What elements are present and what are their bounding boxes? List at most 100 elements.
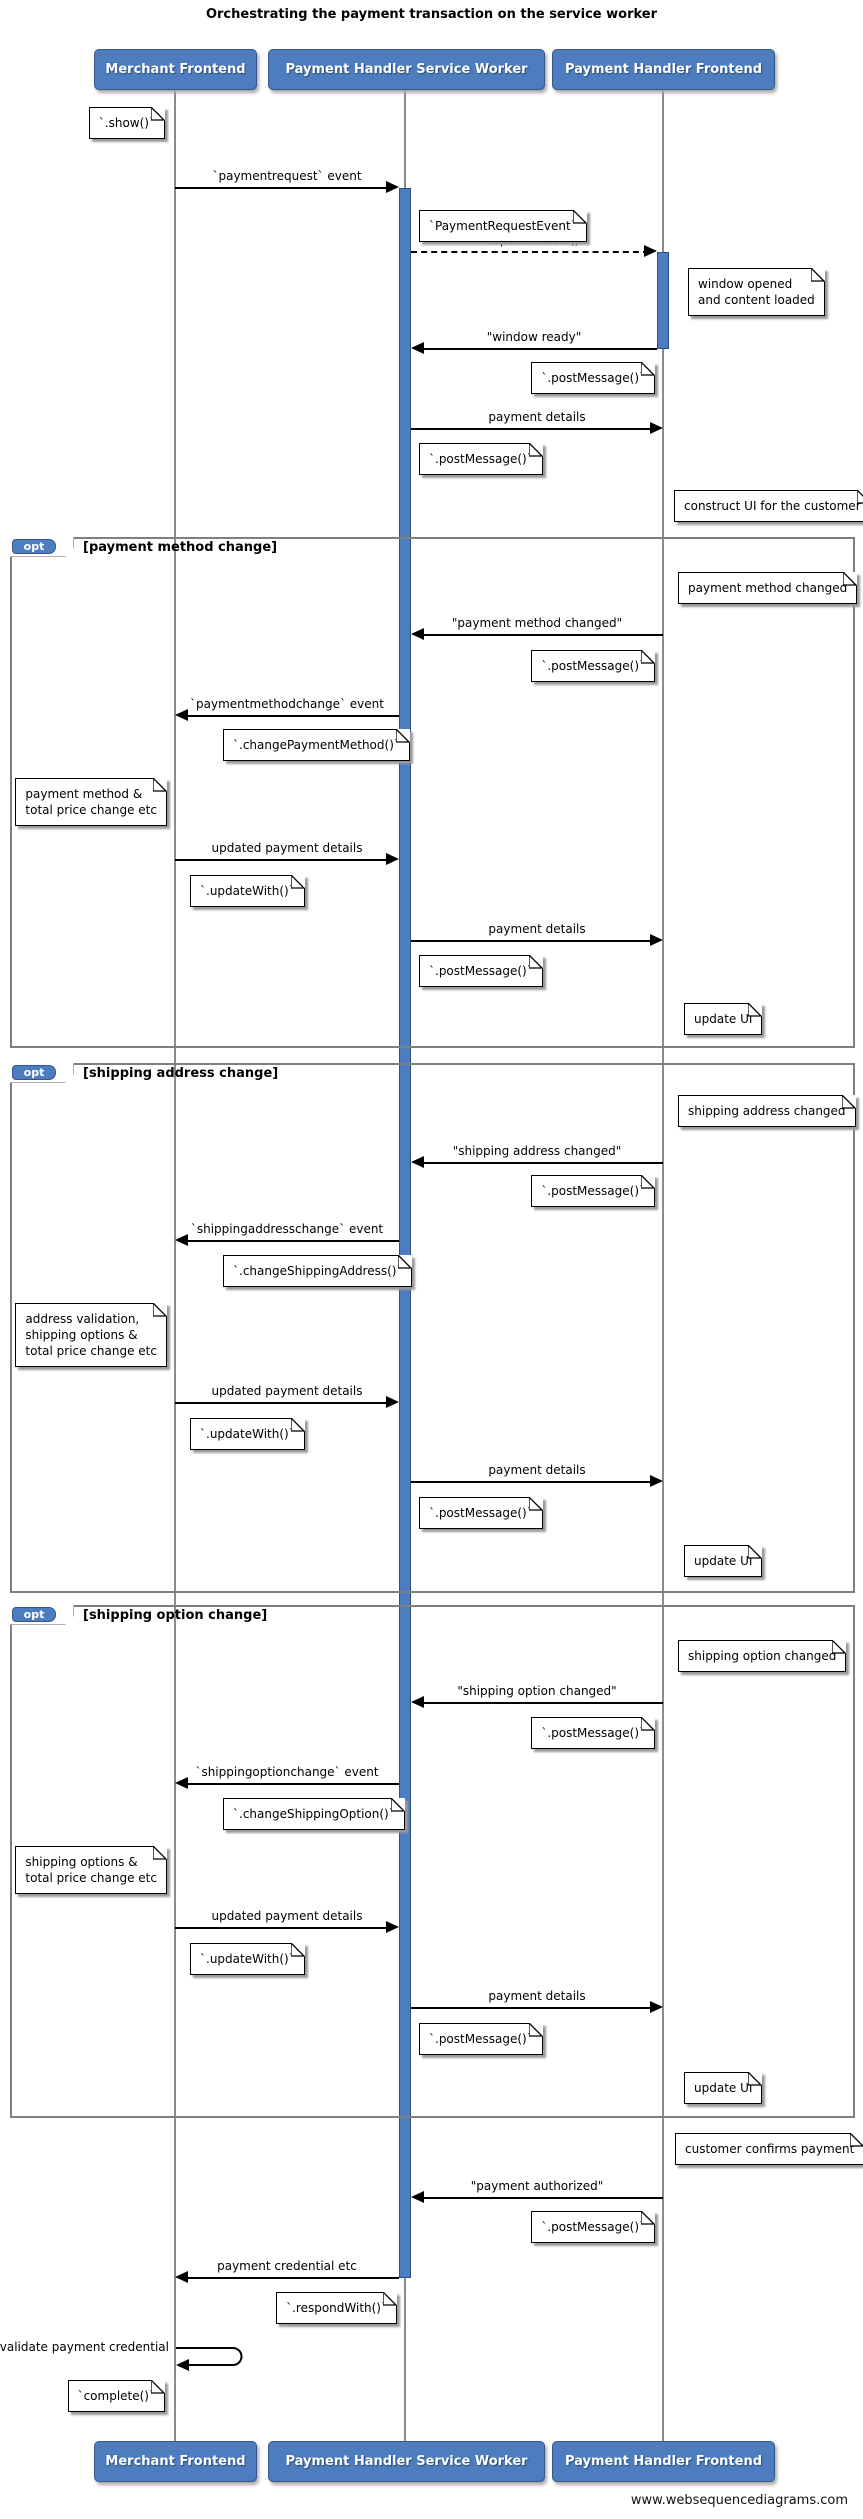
note-line: `PaymentRequestEvent`	[429, 219, 577, 233]
arrowhead-icon	[411, 1156, 424, 1168]
message-arrow	[175, 1927, 391, 1929]
note-line: construct UI for the customer	[684, 499, 861, 513]
message-arrow	[175, 859, 391, 861]
arrowhead-icon	[650, 2001, 663, 2013]
guard-label: [shipping option change]	[83, 1608, 268, 1623]
message-arrow	[411, 2007, 655, 2009]
message-label: `shippingaddresschange` event	[190, 1222, 384, 1236]
note: payment method & total price change etc	[15, 778, 167, 826]
message-arrow	[419, 1702, 663, 1704]
note-line: update UI	[694, 1554, 753, 1568]
arrowhead-icon	[386, 1396, 399, 1408]
message-label: updated payment details	[211, 1909, 363, 1923]
note-line: `complete()`	[77, 2389, 155, 2403]
note-line: `.updateWith()`	[200, 1427, 295, 1441]
note-line: `.changeShippingOption()`	[233, 1807, 395, 1821]
note-line: `.postMessage()`	[541, 1726, 645, 1740]
note-fold-icon	[832, 1640, 847, 1654]
note: `.postMessage()`	[531, 1717, 655, 1749]
note: shipping option changed	[678, 1640, 847, 1672]
message-arrow	[411, 1481, 655, 1483]
note: shipping options &total price change etc	[15, 1846, 167, 1894]
opt-label: opt	[12, 1607, 56, 1622]
note: `.postMessage()`	[531, 2211, 655, 2243]
note-line: payment method changed	[688, 581, 848, 595]
activation-bar	[399, 188, 411, 2278]
message-arrow	[419, 348, 657, 350]
note: payment method changed	[678, 572, 858, 604]
note: update UI	[684, 1545, 763, 1577]
note-fold-icon	[153, 1846, 167, 1860]
note-fold-icon	[641, 2211, 655, 2225]
note-fold-icon	[153, 1303, 167, 1317]
note-fold-icon	[641, 1175, 655, 1189]
note: `.postMessage()`	[419, 955, 543, 987]
note-line: window opened	[698, 277, 793, 291]
message-arrow	[175, 187, 391, 189]
arrowhead-icon	[411, 2191, 424, 2203]
note-fold-icon	[290, 875, 305, 889]
note-line: `.postMessage()`	[429, 2032, 533, 2046]
note-fold-icon	[151, 107, 165, 121]
note-fold-icon	[748, 1003, 763, 1017]
note-fold-icon	[290, 1943, 305, 1957]
participant-bottom-merchant: Merchant Frontend	[94, 2441, 257, 2482]
participant-top-service-worker: Payment Handler Service Worker	[268, 49, 545, 90]
message-arrow	[183, 2277, 399, 2279]
note-fold-icon	[528, 443, 543, 457]
note-line: `.postMessage()`	[429, 1506, 533, 1520]
message-label: "shipping option changed"	[457, 1684, 617, 1698]
lifeline-merchant	[174, 90, 176, 2441]
note-fold-icon	[856, 490, 863, 504]
arrowhead-icon	[411, 1696, 424, 1708]
participant-bottom-handler-frontend: Payment Handler Frontend	[552, 2441, 775, 2482]
note-line: total price change etc	[25, 803, 157, 817]
guard-label: [shipping address change]	[83, 1066, 279, 1081]
message-label: payment credential etc	[217, 2259, 357, 2273]
note: `.updateWith()`	[190, 1943, 305, 1975]
note: `.show()`	[88, 107, 165, 139]
message-arrow	[175, 1402, 391, 1404]
message-arrow	[183, 715, 399, 717]
note-line: and content loaded	[698, 293, 815, 307]
note-line: `.postMessage()`	[429, 964, 533, 978]
arrowhead-icon	[644, 245, 657, 257]
note-line: shipping options &	[25, 1328, 138, 1342]
message-label: `paymentmethodchange` event	[190, 697, 384, 711]
note-line: `.postMessage()`	[541, 659, 645, 673]
note-fold-icon	[151, 2380, 165, 2394]
participant-bottom-service-worker: Payment Handler Service Worker	[268, 2441, 545, 2482]
opt-frame	[10, 537, 855, 1048]
arrowhead-icon	[650, 422, 663, 434]
note-line: shipping options &	[25, 1855, 138, 1869]
note-line: customer confirms payment	[685, 2142, 855, 2156]
note: `.changeShippingAddress()`	[223, 1255, 413, 1287]
note: `.postMessage()`	[419, 443, 543, 475]
note-fold-icon	[153, 778, 167, 792]
note-fold-icon	[850, 2133, 863, 2147]
note-line: `.postMessage()`	[541, 2220, 645, 2234]
arrowhead-icon	[411, 628, 424, 640]
note-line: address validation,	[25, 1312, 140, 1326]
arrowhead-icon	[175, 1234, 188, 1246]
message-arrow	[411, 251, 649, 253]
arrowhead-icon	[175, 709, 188, 721]
note-line: total price change etc	[25, 1344, 157, 1358]
note-line: payment method &	[25, 787, 143, 801]
note: `.postMessage()`	[419, 2023, 543, 2055]
note: construct UI for the customer	[674, 490, 863, 522]
message-label: payment details	[488, 1989, 586, 2003]
note: `.changePaymentMethod()`	[223, 729, 410, 761]
note-line: `.postMessage()`	[541, 371, 645, 385]
opt-frame-tab: opt	[10, 1605, 74, 1625]
note-line: `.respondWith()`	[286, 2301, 387, 2315]
note: `.respondWith()`	[276, 2292, 397, 2324]
note-line: `.updateWith()`	[200, 1952, 295, 1966]
note-fold-icon	[528, 1497, 543, 1511]
note-fold-icon	[395, 729, 410, 743]
arrowhead-icon	[650, 1475, 663, 1487]
note-fold-icon	[843, 572, 858, 586]
websequencediagrams-credit: www.websequencediagrams.com	[630, 2493, 848, 2508]
note-fold-icon	[641, 362, 655, 376]
